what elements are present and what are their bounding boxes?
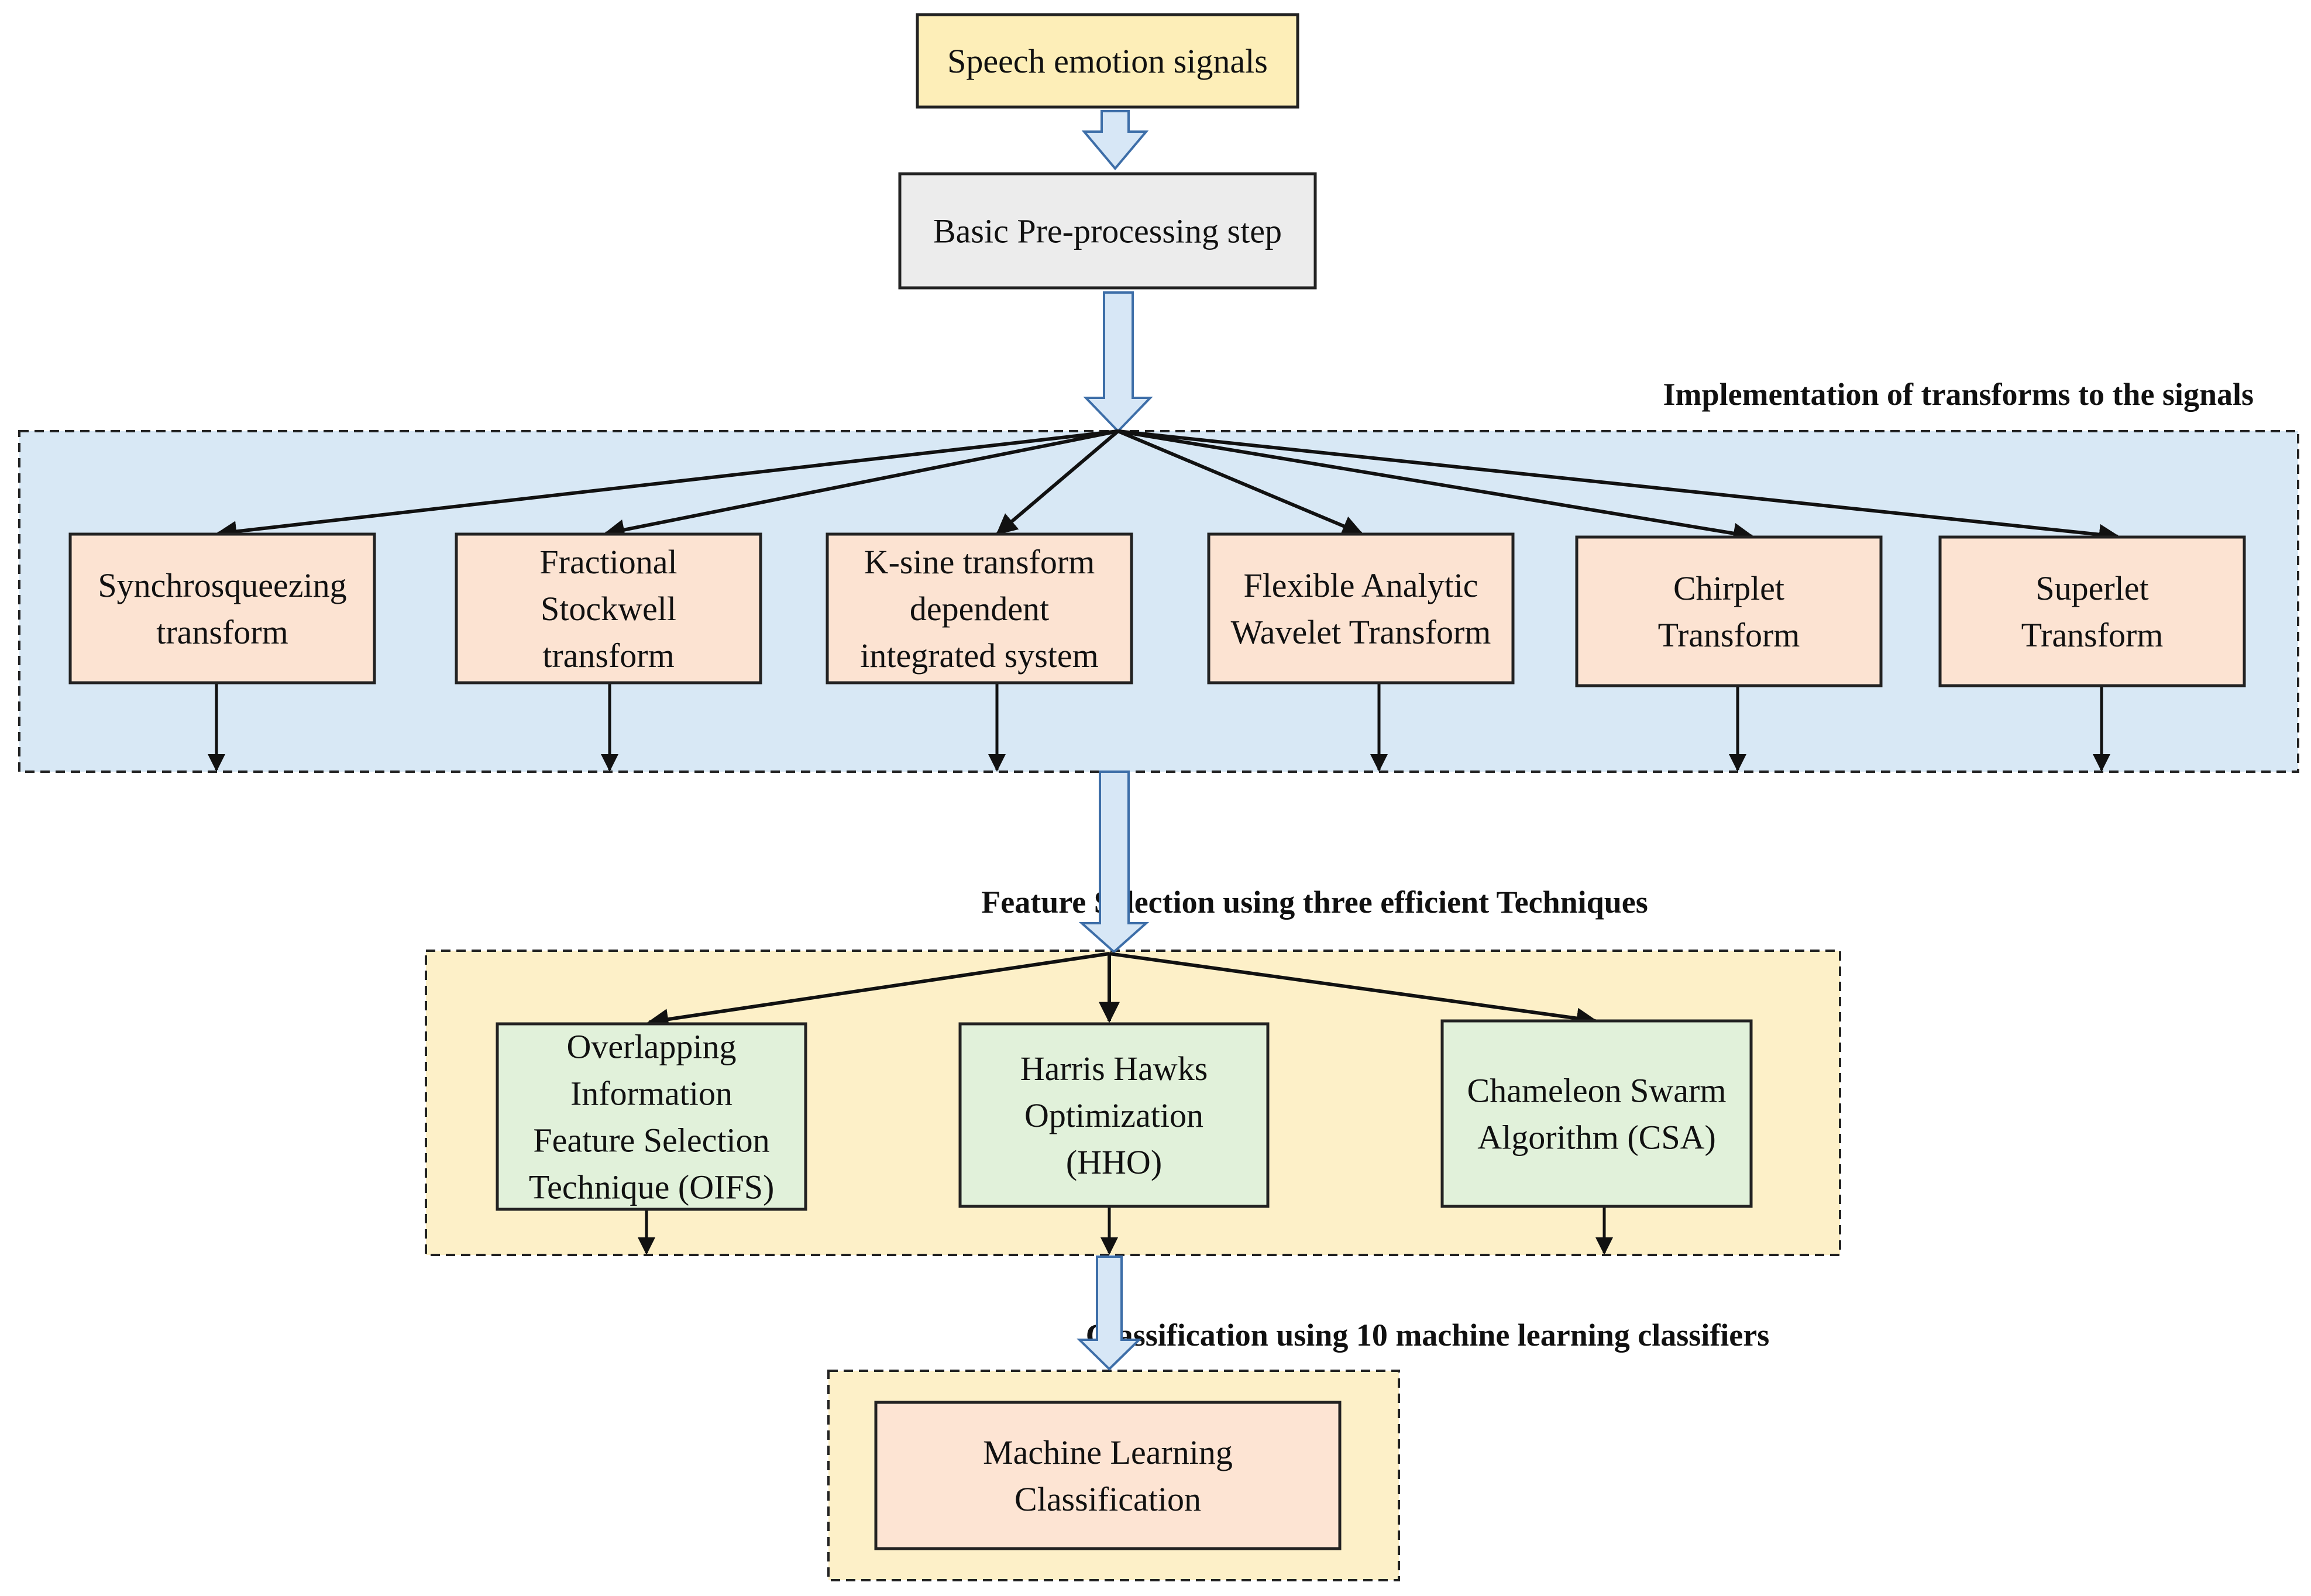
big-arrow-transforms-to-features [1078,771,1150,954]
big-arrow-preprocess-to-transforms [1083,291,1153,433]
transforms-section-title: Implementation of transforms to the sign… [1663,377,2254,412]
superlet-node-box [1938,535,2246,687]
chirplet-node-label-line: Transform [1658,616,1800,654]
hho-node-label-line: Optimization [1024,1096,1203,1134]
flexible-analytic-wavelet-node-label-line: Wavelet Transform [1231,613,1491,651]
k-sine-node: K-sine transform dependent integrated syst… [826,532,1133,685]
connector-to-oifs [647,952,1110,1030]
preprocess-node: Basic Pre-processing step [898,172,1317,290]
features-section-title: Feature Selection using three efficient … [981,885,1648,920]
preprocess-node-label-line: Basic Pre-processing step [933,212,1282,250]
connector-to-csa [1109,952,1598,1029]
synchrosqueezing-node: Synchrosqueezing transform [68,532,376,685]
oifs-node-label-line: Information [570,1075,732,1113]
oifs-node-label-line: Technique (OIFS) [529,1168,775,1206]
fractional-stockwell-node-label-line: transform [542,637,675,675]
big-arrow-features-to-classification [1077,1256,1142,1371]
ml-classification-node-box [874,1401,1342,1550]
synchrosqueezing-node-label-line: transform [156,613,288,651]
superlet-node-label-line: Transform [2021,616,2164,654]
connector-to-fractional-stockwell [603,429,1119,541]
csa-node-box [1440,1019,1753,1208]
flexible-analytic-wavelet-node-label-line: Flexible Analytic [1243,566,1478,604]
ml-classification-node-label-line: Machine Learning [983,1433,1233,1471]
big-arrow-input-to-preprocess [1081,110,1149,171]
oifs-node-box [496,1022,807,1211]
preprocess-node-box [898,172,1317,290]
synchrosqueezing-node-label-line: Synchrosqueezing [98,566,346,604]
fractional-stockwell-node-box [455,532,762,685]
csa-node-label-line: Chameleon Swarm [1467,1072,1727,1110]
chirplet-node-box [1575,535,1883,687]
classification-section-title: Classification using 10 machine learning… [1086,1318,1770,1353]
fractional-stockwell-node-label-line: Stockwell [541,590,676,628]
input-node-box [916,13,1299,109]
k-sine-node-label-line: K-sine transform [864,543,1095,581]
oifs-node-label-line: Overlapping [567,1028,737,1066]
hho-node-label-line: Harris Hawks [1020,1050,1208,1088]
input-node: Speech emotion signals [916,13,1299,109]
transforms-region [18,430,2299,773]
flexible-analytic-wavelet-node-box [1207,532,1515,685]
connector-to-k-sine [996,429,1119,535]
hho-node-box [958,1022,1270,1208]
ml-classification-node-label-line: Classification [1014,1480,1201,1518]
connector-to-synchrosqueezing [215,429,1119,542]
superlet-node-label-line: Superlet [2035,569,2148,607]
fractional-stockwell-node-label-line: Fractional [539,543,677,581]
connector-to-superlet [1117,429,2120,545]
k-sine-node-label-line: dependent [910,590,1049,628]
input-node-label-line: Speech emotion signals [947,42,1268,80]
oifs-node-label-line: Feature Selection [533,1122,769,1160]
synchrosqueezing-node-box [68,532,376,685]
csa-node-label-line: Algorithm (CSA) [1477,1119,1716,1157]
connector-to-chirplet [1117,429,1755,544]
hho-node-label-line: (HHO) [1066,1143,1162,1181]
k-sine-node-box [826,532,1133,685]
connector-to-flexible-analytic [1117,429,1364,536]
chirplet-node-label-line: Chirplet [1673,569,1784,607]
k-sine-node-label-line: integrated system [860,637,1099,675]
